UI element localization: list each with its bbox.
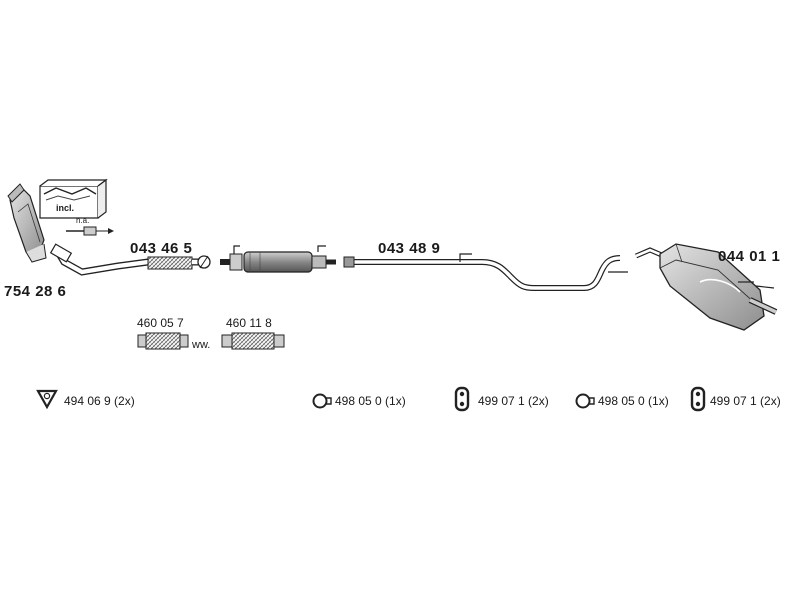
rear-muffler (635, 243, 778, 331)
front-pipe (49, 243, 211, 276)
rubber-hanger-icon (690, 386, 706, 412)
part-number-flex-b: 460 11 8 (226, 316, 272, 330)
part-number-catalyst: 754 28 6 (4, 283, 67, 300)
fitting-label: 494 06 9 (2x) (64, 394, 135, 408)
part-number-center-pipe: 043 48 9 (378, 240, 441, 257)
fitting-label: 499 07 1 (2x) (478, 394, 549, 408)
part-number-front-pipe: 043 46 5 (130, 240, 193, 257)
incl-note: incl. (56, 203, 75, 213)
incl-kit-box (39, 178, 108, 219)
part-number-rear-muffler: 044 01 1 (718, 248, 781, 265)
rubber-hanger-icon (454, 386, 470, 412)
ww-note: ww. (192, 339, 211, 351)
catalyst-converter (7, 183, 47, 263)
gasket-triangle-icon (36, 389, 58, 410)
na-note: n.a. (76, 216, 90, 225)
clamp-ring-icon (575, 393, 595, 409)
flex-pipe-b (221, 332, 285, 350)
clamp-ring-icon (312, 393, 332, 409)
fitting-label: 499 07 1 (2x) (710, 394, 781, 408)
fitting-label: 498 05 0 (1x) (598, 394, 669, 408)
middle-silencer (220, 245, 336, 273)
fitting-label: 498 05 0 (1x) (335, 394, 406, 408)
flex-pipe-a (137, 332, 189, 350)
part-number-flex-a: 460 05 7 (137, 316, 184, 330)
oxygen-sensor (66, 226, 114, 236)
center-pipe (343, 253, 628, 291)
